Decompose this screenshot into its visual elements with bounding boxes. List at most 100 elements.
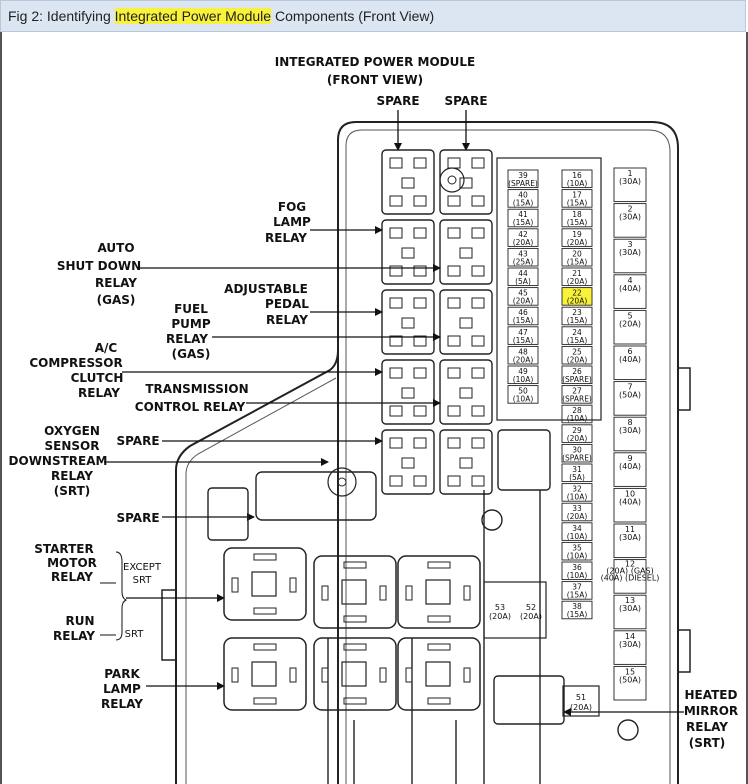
fuses_col_b-fuse-32 <box>561 483 593 502</box>
large-relay-center <box>251 661 277 687</box>
fuses_col_c-fuse-11-line-1: (30A) <box>619 533 641 542</box>
fuses_col_c-fuse-15-line-1: (50A) <box>619 675 641 684</box>
fuses_col_a-fuse-40 <box>507 189 539 208</box>
relay-terminal <box>413 157 427 169</box>
fuses_col_c-fuse-14-line-1: (30A) <box>619 640 641 649</box>
label-run-1: RUN <box>65 614 94 628</box>
label-o2-5: (SRT) <box>54 484 91 498</box>
relay-terminal <box>413 227 427 239</box>
relay-terminal <box>401 387 415 399</box>
large-relay-terminal <box>427 615 451 623</box>
large-relay-terminal <box>405 585 413 601</box>
large-relay-center <box>425 579 451 605</box>
fuses_col_a-fuse-45 <box>507 287 539 306</box>
fuses_col_a-fuse-49 <box>507 365 539 385</box>
label-run-2: RELAY <box>53 629 95 643</box>
fuses_col_b-fuse-26 <box>561 365 593 385</box>
fuses_col_a-fuse-50-line-0: 50 <box>518 387 528 396</box>
fuses_col_c-fuse-4 <box>613 274 647 309</box>
large-relay-terminal <box>405 667 413 683</box>
fuses_col_b-fuse-32-line-1: (10A) <box>567 493 588 502</box>
fuses_col_c-fuse-12-line-2: (40A) (DIESEL) <box>601 574 660 583</box>
fuses_col_b-fuse-33 <box>561 502 593 522</box>
fuses_col_b-fuse-26-line-0: 26 <box>572 367 582 376</box>
relay-socket <box>381 429 435 495</box>
fuses_col_b-fuse-22-line-1: (20A) <box>567 297 588 306</box>
large-relay-terminal <box>343 561 367 569</box>
fuses_col_b-fuse-23-line-1: (15A) <box>567 316 588 325</box>
label-park-2: LAMP <box>103 682 141 696</box>
fuses_col_a-fuse-39-line-0: 39 <box>518 171 528 180</box>
fuses_col_a-fuse-45-line-1: (20A) <box>513 297 534 306</box>
fuses_col_c-fuse-5-line-0: 5 <box>627 311 632 320</box>
relay-terminal <box>401 247 415 259</box>
fuses_col_a-fuse-50-line-1: (10A) <box>513 395 534 404</box>
large-relay <box>313 555 397 629</box>
fuses_col_b-fuse-37 <box>561 581 593 600</box>
fuses_col_a-fuse-50 <box>507 385 539 404</box>
relay-socket-outline <box>439 359 493 425</box>
label-fuel-4: (GAS) <box>172 347 211 361</box>
relay-socket <box>381 219 435 285</box>
fuses_col_a-fuse-48 <box>507 345 539 365</box>
screw-2-center <box>447 175 457 185</box>
fuses_col_b-fuse-24 <box>561 326 593 345</box>
relay-terminal <box>413 405 427 417</box>
fuses_col_b-fuse-16 <box>561 169 593 189</box>
fuses_col_a-fuse-40-line-0: 40 <box>518 191 528 200</box>
screw-1 <box>327 467 357 497</box>
relay-terminal <box>447 297 461 309</box>
relay-small-right <box>497 429 551 491</box>
large-relay-terminal <box>463 585 471 601</box>
relay-socket-outline <box>381 149 435 215</box>
large-relay-terminal <box>343 643 367 651</box>
large-relay-center <box>341 579 367 605</box>
relay-terminal <box>471 297 485 309</box>
large-relay <box>223 637 307 711</box>
relay-terminal <box>389 265 403 277</box>
relay-terminal <box>413 437 427 449</box>
fuses_col_c-fuse-2-line-0: 2 <box>627 205 632 214</box>
fuses_col_b-fuse-37-line-1: (15A) <box>567 591 588 600</box>
fuses_col_b-fuse-34 <box>561 522 593 541</box>
fuses_col_c-fuse-8-line-1: (30A) <box>619 426 641 435</box>
fuses_col_b-fuse-38-line-0: 38 <box>572 602 582 611</box>
fuse-52-id: 52 <box>526 603 536 612</box>
relay-terminal <box>401 317 415 329</box>
relay-socket <box>439 149 493 215</box>
fuses_col_b-fuse-27 <box>561 385 593 404</box>
label-ac-4: RELAY <box>78 386 120 400</box>
fuses_col_b-fuse-17 <box>561 189 593 208</box>
label-mirror-2: MIRROR <box>684 704 738 718</box>
label-fuel-1: FUEL <box>174 302 208 316</box>
fuses_col_c-fuse-13 <box>613 594 647 630</box>
relay-terminal <box>413 297 427 309</box>
relay-terminal <box>471 265 485 277</box>
fuse-panel: 39(SPARE)40(15A)41(15A)42(20A)43(25A)44(… <box>496 157 660 701</box>
fuses_col_a-fuse-40-line-1: (15A) <box>513 199 534 208</box>
large-relay-terminal <box>253 697 277 705</box>
fuses_col_b-fuse-20-line-0: 20 <box>572 249 582 258</box>
fuses_col_a-fuse-49-line-0: 49 <box>518 367 528 376</box>
relay-socket <box>439 219 493 285</box>
fuse-51-rating: (20A) <box>570 703 592 712</box>
large-relay-terminal <box>289 667 297 683</box>
label-srt: SRT <box>125 629 145 640</box>
relay-grid <box>381 149 493 495</box>
fuses_col_c-fuse-1 <box>613 167 647 203</box>
fuses_col_b-fuse-31-line-1: (5A) <box>569 473 585 482</box>
fuses_col_c-fuse-13-line-0: 13 <box>625 596 635 605</box>
fuses_col_c-fuse-13-line-1: (30A) <box>619 604 641 613</box>
fuses_col_b-fuse-21-line-0: 21 <box>572 269 582 278</box>
relay-terminal <box>471 475 485 487</box>
fuses_col_a-fuse-39-line-1: (SPARE) <box>508 179 538 188</box>
relay-terminal <box>413 475 427 487</box>
fuses_col_b-fuse-23-line-0: 23 <box>572 308 582 317</box>
label-park-3: RELAY <box>101 697 143 711</box>
fuses_col_b-fuse-16-line-0: 16 <box>572 171 582 180</box>
label-except-2: SRT <box>133 575 153 586</box>
figure-frame <box>0 32 748 784</box>
fuse-panel-outline <box>496 157 602 421</box>
fuses_col_c-fuse-9-line-1: (40A) <box>619 462 641 471</box>
fuses_col_c-fuse-7-line-1: (50A) <box>619 391 641 400</box>
